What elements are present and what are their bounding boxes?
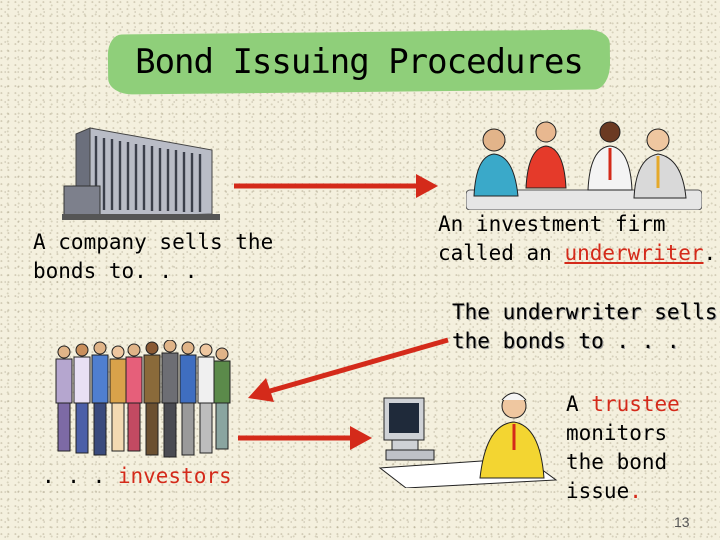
- trustee-period: .: [629, 479, 642, 503]
- investment-firm-line-1: An investment firm: [438, 212, 666, 236]
- trustee-line-2: monitors: [566, 421, 668, 445]
- business-meeting-icon: [466, 121, 702, 210]
- underwriter-term: underwriter: [564, 241, 704, 265]
- arrow-right-icon: [234, 174, 438, 198]
- arrow-right-icon: [238, 426, 372, 450]
- trustee-line-4: issue.: [566, 477, 680, 506]
- called-an-text: called an: [438, 241, 565, 265]
- company-sells-text: A company sells the bonds to. . .: [33, 228, 273, 286]
- company-sells-line-2: bonds to. . .: [33, 259, 198, 283]
- investors-term: investors: [117, 464, 232, 488]
- trustee-line-1: A trustee: [566, 390, 680, 419]
- issue-word: issue: [566, 479, 630, 503]
- underwriter-sells-line-2: the bonds to . . .: [452, 329, 680, 353]
- investment-firm-text: An investment firm called an underwriter…: [438, 210, 716, 268]
- trustee-at-computer-icon: [378, 392, 558, 488]
- office-building-icon: [62, 127, 220, 220]
- firm-period: .: [703, 241, 717, 265]
- company-sells-line-1: A company sells the: [33, 230, 274, 254]
- trustee-article: A: [566, 392, 592, 416]
- trustee-line-3: the bond: [566, 450, 668, 474]
- investors-text: . . . investors: [42, 462, 232, 491]
- underwriter-sells-line-1: The underwriter sells: [452, 300, 718, 324]
- crowd-of-investors-icon: [55, 340, 231, 458]
- investors-ellipsis: . . .: [42, 464, 118, 488]
- underwriter-sells-text: The underwriter sells the bonds to . . .: [452, 298, 718, 356]
- page-number: 13: [674, 514, 690, 530]
- investment-firm-line-2: called an underwriter.: [438, 239, 716, 268]
- arrow-down-left-icon: [248, 337, 449, 402]
- slide-title: Bond Issuing Procedures: [135, 42, 584, 82]
- trustee-term: trustee: [591, 392, 680, 416]
- trustee-text: A trustee monitors the bond issue.: [566, 390, 680, 506]
